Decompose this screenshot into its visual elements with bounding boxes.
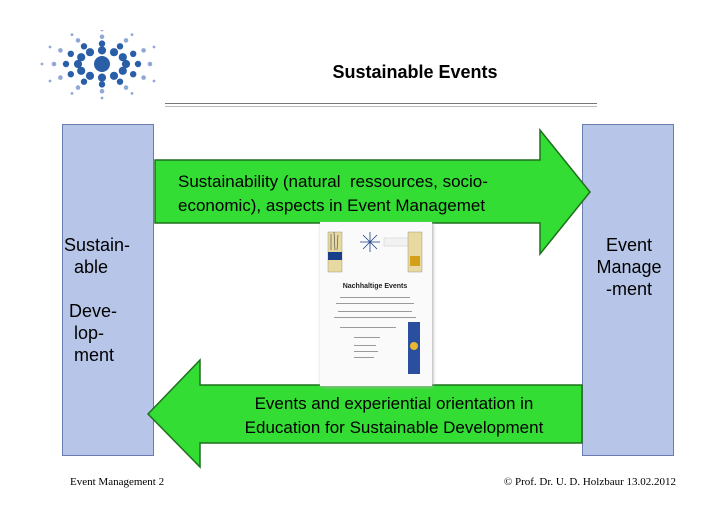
document-line	[354, 351, 378, 352]
title-divider-shadow	[165, 106, 597, 107]
document-line	[336, 303, 414, 304]
logo-dot	[116, 78, 124, 85]
logo-dot	[80, 43, 88, 50]
document-thumbnail-icon	[320, 222, 432, 386]
logo-dot	[141, 48, 146, 53]
logo-dot	[100, 30, 104, 32]
logo-dot	[118, 53, 127, 62]
footer-copyright: © Prof. Dr. U. D. Holzbaur 13.02.2012	[503, 476, 676, 488]
logo-dot	[77, 66, 86, 75]
logo-dot	[40, 62, 44, 66]
logo-dot	[152, 79, 156, 83]
logo-dot	[67, 50, 74, 57]
page-title: Sustainable Events	[332, 62, 498, 82]
footer-course: Event Management 2	[70, 476, 165, 488]
upper-arrow-label: Sustainability (natural ressources, soci…	[178, 172, 488, 215]
logo-dot	[80, 78, 88, 85]
logo-dot	[98, 81, 106, 88]
lower-arrow-label: Events and experiential orientation in E…	[244, 394, 544, 437]
logo-dot	[134, 60, 142, 68]
logo-dot	[130, 50, 137, 57]
document-line	[354, 345, 376, 346]
left-box-label: Sustain- able Deve- lop- ment	[64, 235, 131, 365]
logo-dot	[121, 59, 131, 69]
right-arrow-icon	[154, 127, 591, 257]
logo-dot	[73, 59, 83, 69]
document-line	[340, 297, 410, 298]
logo-dot	[130, 33, 134, 36]
logo-dot	[99, 88, 105, 94]
logo-dot	[97, 73, 107, 82]
logo-dot	[99, 34, 105, 40]
logo-dot	[48, 45, 52, 49]
left-arrow-icon	[146, 358, 583, 469]
logo-dot	[130, 92, 134, 95]
logo-dot	[141, 75, 146, 80]
logo-dot	[109, 48, 119, 57]
document-line	[354, 357, 374, 358]
sustainable-development-box	[62, 124, 154, 456]
logo-dot	[62, 60, 70, 68]
logo-dot	[85, 48, 95, 57]
logo-dot	[98, 40, 106, 47]
logo-dot	[85, 71, 95, 80]
logo-dot	[58, 48, 63, 53]
logo-dot	[58, 75, 63, 80]
logo-dot	[123, 85, 129, 90]
logo-dot	[97, 46, 107, 55]
logo-dot	[116, 43, 124, 50]
logo-dot	[70, 33, 74, 36]
right-box-label: Event Manage -ment	[596, 235, 662, 299]
document-line	[340, 327, 396, 328]
logo-dot	[109, 71, 119, 80]
logo-dot	[152, 45, 156, 49]
logo-dot	[147, 61, 153, 67]
document-line	[354, 337, 380, 338]
logo-dot	[48, 79, 52, 83]
starburst-logo-icon	[40, 30, 156, 100]
title-divider	[165, 103, 597, 104]
logo-dot	[130, 71, 137, 78]
logo-dot	[100, 96, 104, 100]
logo-dot	[70, 92, 74, 95]
logo-dot	[123, 38, 129, 43]
logo-dot	[67, 71, 74, 78]
logo-dot	[118, 66, 127, 75]
document-title: Nachhaltige Events	[342, 283, 408, 290]
document-line	[338, 311, 412, 312]
event-management-box	[582, 124, 674, 456]
logo-dot	[51, 61, 57, 67]
logo-dot	[77, 53, 86, 62]
logo-center-dot	[94, 56, 110, 72]
document-line	[334, 317, 416, 318]
document-thumbnail-graphic	[327, 231, 423, 374]
logo-dot	[75, 85, 81, 90]
logo-dot	[75, 38, 81, 43]
